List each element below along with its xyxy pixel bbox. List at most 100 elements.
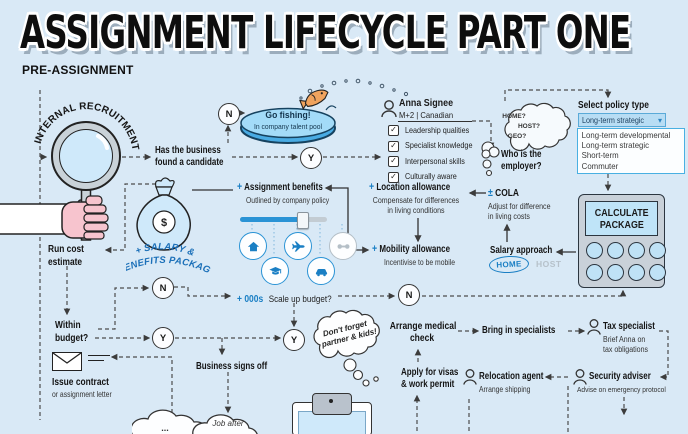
calculator-button[interactable] [607,264,624,281]
assignment-benefits-title: + Assignment benefits [237,181,323,193]
policy-selected-value: Long-term strategic [582,115,645,125]
talent-pool-subtitle: In company talent pool [254,122,322,131]
cola-title: ± COLA [488,187,519,199]
security-adviser-subtitle: Advise on emergency protocol [577,385,666,394]
chevron-down-icon: ▾ [657,115,662,125]
decision-node-yes-budget: Y [152,327,174,349]
checkbox-icon: ✓ [388,140,399,152]
policy-option[interactable]: Long-term strategic [581,140,650,151]
candidate-traits-list: ✓ Leadership qualities ✓ Specialist know… [388,125,484,183]
policy-option[interactable]: Short-term [581,150,619,161]
scale-question: Scale up budget? [268,294,332,305]
cloud-dots: ... [161,423,169,433]
page-title: ASSIGNMENT LIFECYCLE PART ONE [20,6,631,59]
calculator-button[interactable] [628,242,645,259]
plus-minus-icon: ± [488,187,493,199]
policy-option[interactable]: Commuter [581,160,619,171]
scale-up-budget: + 000s Scale up budget? [237,289,332,307]
graduation-cap-icon [268,266,282,275]
talent-pool-title: Go fishing! [265,110,311,121]
apply-visas-work-permit: Apply for visas & work permit [401,367,459,390]
decision-node-yes-proceed: Y [283,329,305,351]
relocation-agent-subtitle: Arrange shipping [479,385,531,394]
plus-icon: + [372,243,378,255]
letter-lines [88,355,110,361]
run-cost-estimate: Run cost estimate [48,243,84,268]
housing-benefit [239,232,267,260]
scale-amount: + 000s [237,294,264,305]
checkbox-icon: ✓ [388,156,399,168]
candidate-details: M+2 | Canadian [399,110,454,120]
policy-option[interactable]: Long-term developmental [581,130,671,140]
job-clouds: ... Job after [132,409,258,434]
slider-handle[interactable] [297,212,309,229]
gym-benefit [329,232,357,260]
tax-specialist-avatar [587,319,601,335]
decision-node-yes-candidate: Y [300,147,322,169]
location-allowance-title: + Location allowance [369,181,451,193]
calculator-button[interactable] [586,242,603,259]
calculator-button[interactable] [607,242,624,259]
clipboard-clip [312,393,352,415]
relocation-agent-avatar [463,369,477,385]
plus-icon: + [237,181,243,193]
trait-label: Specialist knowledge [405,140,473,151]
calculator-button[interactable] [628,264,645,281]
clipboard [292,393,372,434]
policy-select[interactable]: Long-term strategic ▾ [578,113,666,127]
car-icon [315,268,327,276]
arrange-medical-check: Arrange medical check [389,321,457,344]
salary-approach-label: Salary approach [490,245,553,256]
calculator-display: CALCULATE PACKAGE [585,201,658,236]
flights-benefit [284,232,312,260]
within-budget-question: Within budget? [55,319,89,344]
policy-label: Select policy type [578,99,649,111]
issue-contract-subtitle: or assignment letter [52,390,112,399]
education-benefit [261,257,289,285]
decision-node-no-budget: N [152,277,174,299]
bubble-word: HOST? [518,123,540,130]
envelope-icon [52,352,82,371]
internal-recruitment-magnifier: INTERNAL RECRUITMENT [0,101,140,241]
mobility-allowance-title: + Mobility allowance [372,243,451,255]
trait-label: Culturally aware [405,171,457,182]
employer-question: Who is the employer? [501,149,542,172]
bubble-word: HOME? [502,113,526,120]
slider-fill [240,217,302,222]
salary-money-bag: $ + SALARY & BENEFITS PACKAGE [126,174,212,276]
tax-specialist-subtitle: Brief Anna on tax obligations [603,335,649,354]
employer-thought-bubble: HOME? HOST? GEO? [481,102,571,177]
calculator-button[interactable] [649,264,666,281]
benefits-slider [240,212,327,229]
calculator-button[interactable] [586,264,603,281]
mobility-allowance-subtitle: Incentivise to be mobile [384,258,456,267]
talent-pool-pond [240,105,337,144]
bubble-word: GEO? [508,133,526,140]
car-benefit [307,257,335,285]
checkbox-icon: ✓ [388,171,399,183]
dumbbell-icon [337,243,349,249]
candidate-avatar [381,100,397,118]
trait-label: Leadership qualities [405,124,470,135]
bring-in-specialists: Bring in specialists [482,325,556,336]
salary-approach-host-label: HOST [536,259,562,269]
section-label: PRE-ASSIGNMENT [22,63,134,77]
plus-icon: + [369,181,375,193]
policy-options-list: Long-term developmental Long-term strate… [577,128,685,174]
candidate-divider [398,121,472,122]
cola-subtitle: Adjust for difference in living costs [488,202,551,221]
calculator-button[interactable] [649,242,666,259]
security-adviser-title: Security adviser [589,371,651,382]
decision-node-no-scaleup: N [398,284,420,306]
candidate-question: Has the business found a candidate [155,145,224,168]
magnifier-lens [59,129,113,183]
home-icon [247,241,259,251]
dollar-icon: $ [161,217,167,229]
plane-icon [291,240,305,252]
checkbox-icon: ✓ [388,125,399,136]
trait-label: Interpersonal skills [405,155,465,166]
fish-icon [299,89,329,111]
location-allowance-subtitle: Compensate for differences in living con… [372,196,460,215]
